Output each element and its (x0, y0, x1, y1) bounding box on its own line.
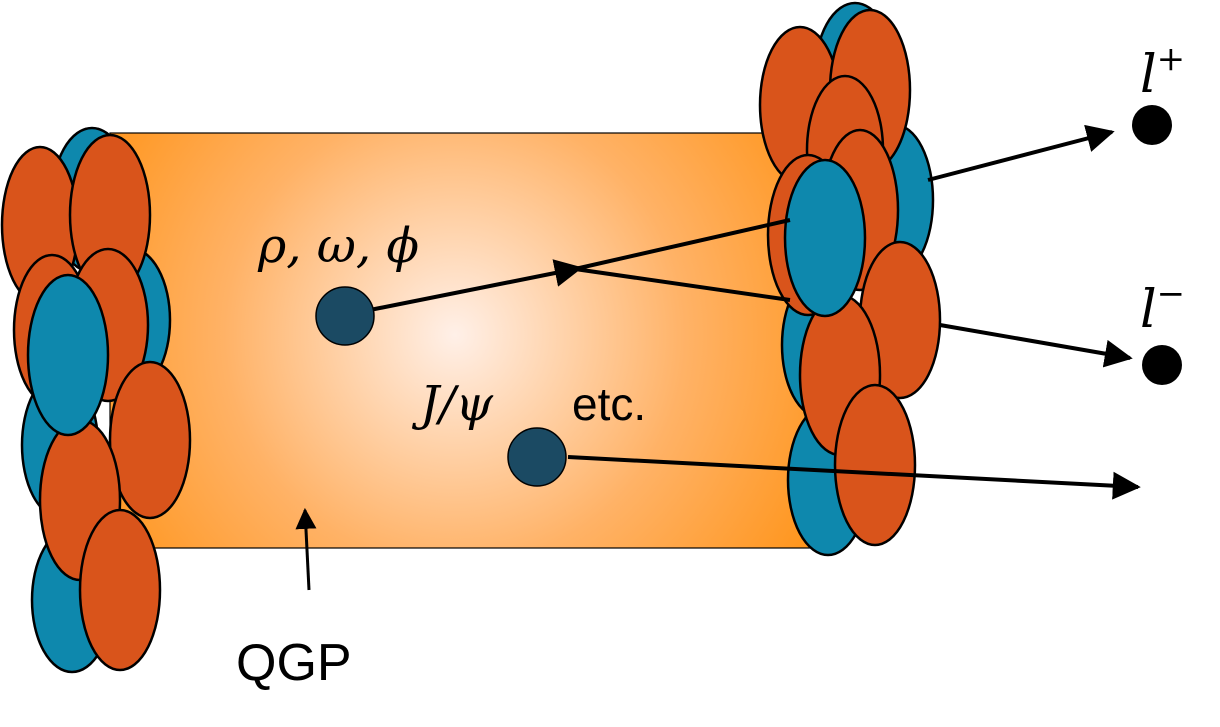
meson-label: ρ, ω, ϕ (257, 218, 419, 274)
lepton-minus-dot (1142, 345, 1182, 385)
lepton-minus-base: l (1140, 280, 1157, 340)
lepton-plus-dot (1132, 105, 1172, 145)
trajectories (295, 124, 1141, 591)
qgp-pointer-arrow (295, 507, 317, 591)
etc-label: etc. (572, 378, 646, 430)
lepton-plus-sup: + (1157, 39, 1186, 79)
jpsi-label: J/ψ (411, 376, 494, 432)
qgp-label: QGP (236, 634, 352, 692)
nucleon-orange (108, 360, 192, 520)
jpsi-particle (507, 427, 567, 487)
qgp-region (109, 132, 831, 549)
lepton-minus-track-inner (574, 267, 791, 302)
lepton-plus-base: l (1140, 45, 1157, 105)
nucleon-orange (833, 383, 917, 547)
meson-track-continuation (574, 218, 791, 271)
nucleon-blue (26, 273, 110, 437)
lepton-plus-label: l+ (1140, 39, 1185, 105)
lepton-plus-track (927, 124, 1115, 182)
nucleon-orange (78, 508, 162, 672)
lepton-minus-sup: − (1157, 274, 1186, 314)
right-nucleus (758, 1, 942, 557)
meson-track (344, 259, 583, 317)
lepton-minus-track (939, 323, 1133, 368)
jpsi-track (567, 455, 1141, 500)
left-nucleus (0, 126, 192, 674)
nucleon-blue (783, 158, 867, 318)
lepton-minus-label: l− (1140, 274, 1185, 340)
meson-particle (315, 286, 375, 346)
